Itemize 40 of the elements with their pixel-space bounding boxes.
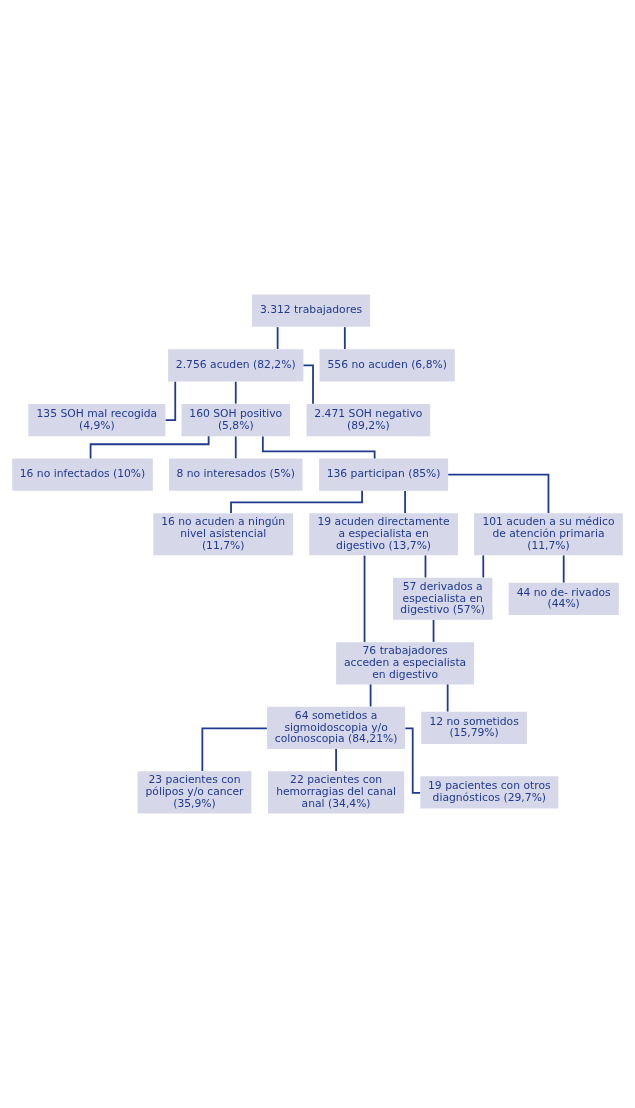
connector xyxy=(482,554,485,579)
node-box: 44 no de- rivados (44%) xyxy=(508,582,619,615)
node-box: 19 acuden directamente a especialista en digestivo (13,7%) xyxy=(309,513,458,556)
connector xyxy=(343,326,346,350)
node-box: 16 no infectados (10%) xyxy=(12,458,153,491)
node-box: 57 derivados a especialista en digestivo (57%) xyxy=(393,577,493,620)
connector xyxy=(335,748,337,772)
node-box: 23 pacientes con pólipos y/o cancer (35,9%) xyxy=(137,771,252,814)
connector xyxy=(447,473,550,514)
node-box: 160 SOH positivo (5,8%) xyxy=(181,403,290,437)
connector xyxy=(230,489,363,514)
node-box: 76 trabajadores acceden a especialista en digestivo xyxy=(336,642,475,685)
connector xyxy=(89,435,210,460)
node-box: 22 pacientes con hemorragias del canal anal (34,4%) xyxy=(268,771,405,814)
node-box: 8 no interesados (5%) xyxy=(168,458,303,491)
connector xyxy=(201,727,268,772)
node-box: 3.312 trabajadores xyxy=(251,294,371,327)
node-box: 64 sometidos a sigmoidoscopia y/o colonoscopia (84,21%) xyxy=(267,706,406,749)
node-box: 135 SOH mal recogida (4,9%) xyxy=(28,403,166,437)
connector xyxy=(446,683,449,713)
node-box: 101 acuden a su médico de atención primaria (11,7%) xyxy=(474,513,623,556)
node-box: 2.471 SOH negativo (89,2%) xyxy=(306,403,431,437)
connector xyxy=(363,554,366,643)
connector xyxy=(424,554,427,579)
node-box: 136 participan (85%) xyxy=(319,458,449,491)
connector xyxy=(432,619,435,643)
node-box: 2.756 acuden (82,2%) xyxy=(168,349,304,382)
node-box: 12 no sometidos (15,79%) xyxy=(421,711,527,744)
connector xyxy=(562,554,565,584)
connector xyxy=(404,727,421,794)
connector xyxy=(404,490,406,514)
node-box: 556 no acuden (6,8%) xyxy=(319,349,455,382)
connector xyxy=(164,380,177,421)
connector xyxy=(234,435,237,460)
node-box: 19 pacientes con otros diagnósticos (29,7%) xyxy=(420,776,559,809)
node-box: 16 no acuden a ningún nivel asistencial (11,7%) xyxy=(153,513,294,556)
connector xyxy=(369,683,372,708)
connector xyxy=(234,380,237,405)
connector xyxy=(276,326,279,350)
connector xyxy=(302,364,314,405)
